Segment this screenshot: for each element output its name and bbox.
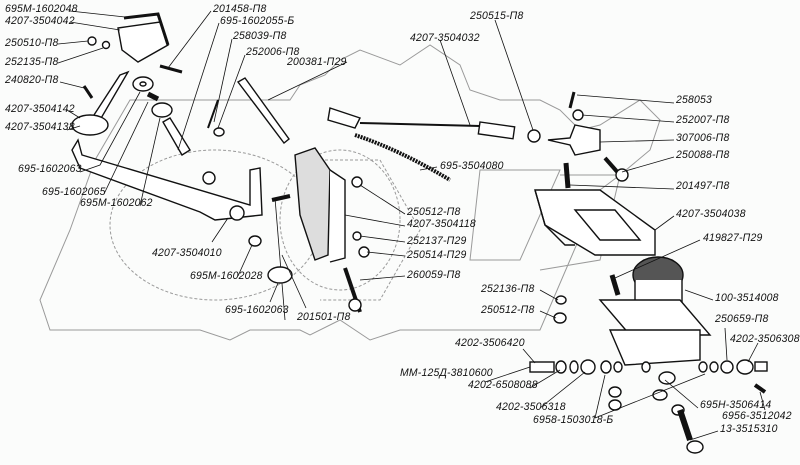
part-label: MM-125Д-3810600 <box>400 367 493 379</box>
part-label: 4207-3504038 <box>676 208 746 220</box>
part-label: 4202-6508088 <box>468 379 538 391</box>
part-label: 252007-П8 <box>676 114 730 126</box>
part-label: 695M-1602028 <box>190 270 263 282</box>
part-label: 250514-П29 <box>407 249 467 261</box>
part-label: 695M-1602048 <box>5 3 78 15</box>
part-label: 4207-3504010 <box>152 247 222 259</box>
part-label: 252006-П8 <box>246 46 300 58</box>
part-label: 695-1602065 <box>42 186 106 198</box>
part-label: 4207-3504142 <box>5 103 75 115</box>
part-label: 252136-П8 <box>481 283 535 295</box>
part-label: 100-3514008 <box>715 292 779 304</box>
part-label: 419827-П29 <box>703 232 763 244</box>
part-label: 695M-1602062 <box>80 197 153 209</box>
part-label: 200381-П29 <box>287 56 347 68</box>
part-label: 250088-П8 <box>676 149 730 161</box>
part-label: 307006-П8 <box>676 132 730 144</box>
part-label: 252137-П29 <box>407 235 467 247</box>
part-label: 201501-П8 <box>297 311 351 323</box>
part-label: 201458-П8 <box>213 3 267 15</box>
part-label: 4207-3504138 <box>5 121 75 133</box>
part-label: 13-3515310 <box>720 423 778 435</box>
part-label: 258039-П8 <box>233 30 287 42</box>
part-label: 6956-3512042 <box>722 410 792 422</box>
part-label: 252135-П8 <box>5 56 59 68</box>
part-label: 201497-П8 <box>676 180 730 192</box>
part-label: 695-3504080 <box>440 160 504 172</box>
part-label: 695-1602063 <box>225 304 289 316</box>
part-label: 4207-3504118 <box>407 218 476 230</box>
part-label: 250510-П8 <box>5 37 59 49</box>
part-label: 695-1602055-Б <box>220 15 295 27</box>
part-label: 4202-3506308 <box>730 333 800 345</box>
part-label: 240820-П8 <box>5 74 59 86</box>
part-label: 250512-П8 <box>481 304 535 316</box>
part-label: 250512-П8 <box>407 206 461 218</box>
part-label: 695Н-3506414 <box>700 399 772 411</box>
parts <box>71 12 768 454</box>
part-label: 250659-П8 <box>715 313 769 325</box>
part-label: 4207-3504042 <box>5 15 75 27</box>
part-label: 250515-П8 <box>470 10 524 22</box>
part-label: 260059-П8 <box>407 269 461 281</box>
part-label: 695-1602063 <box>18 163 82 175</box>
part-label: 4207-3504032 <box>410 32 480 44</box>
leader-lines <box>57 10 766 441</box>
part-label: 4202-3506318 <box>496 401 566 413</box>
part-label: 6958-1503018-Б <box>533 414 614 426</box>
part-label: 258053 <box>676 94 713 106</box>
part-label: 4202-3506420 <box>455 337 525 349</box>
